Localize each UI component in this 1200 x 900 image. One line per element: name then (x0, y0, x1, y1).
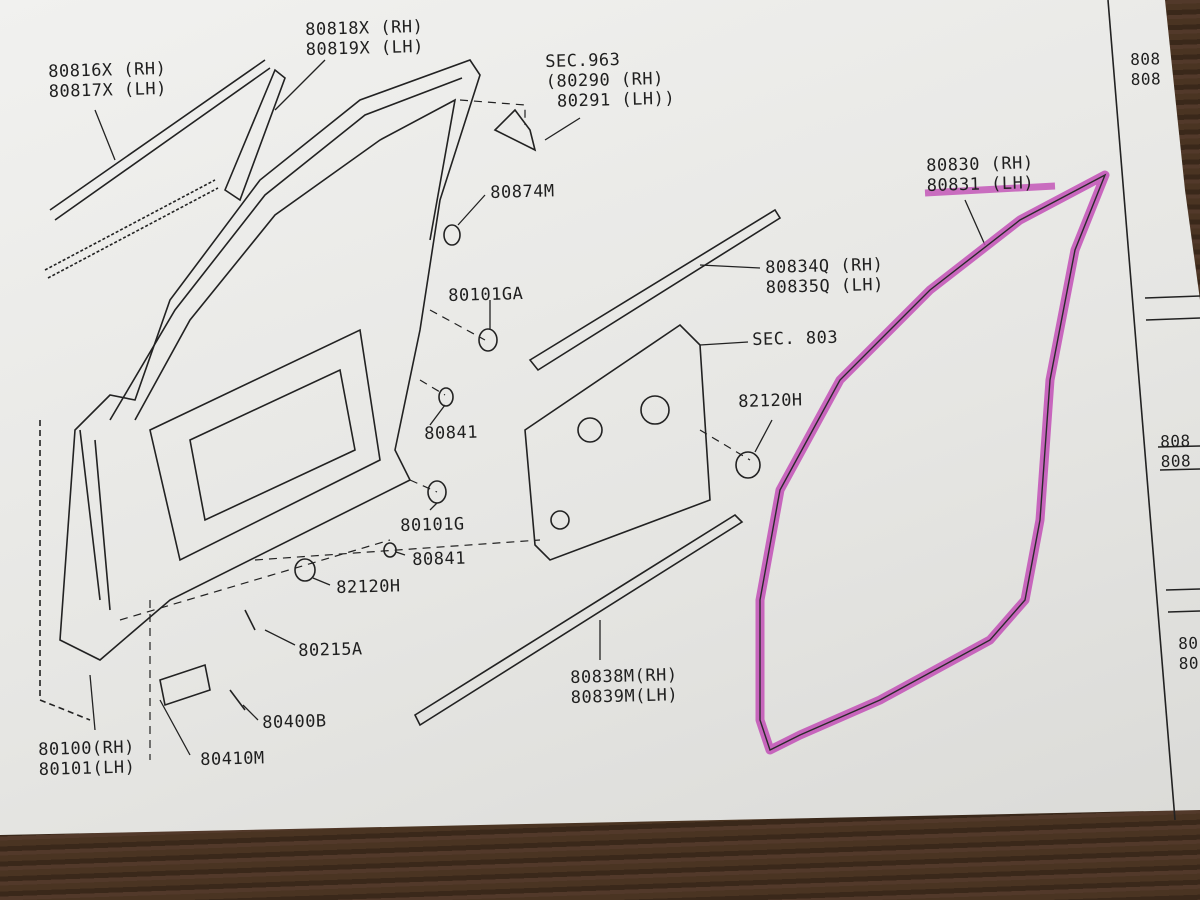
label-82120h-left: 82120H (336, 576, 401, 598)
window-moulding-part (49, 59, 271, 221)
inner-seal-part (528, 208, 782, 372)
label-weatherstrip: 80830 (RH)80831 (LH) (926, 153, 1035, 196)
label-sash-garnish: 80818X (RH)80819X (LH) (305, 16, 425, 60)
label-window-outer-moulding: 80816X (RH)80817X (LH) (48, 58, 168, 102)
regulator-panel-part (524, 323, 711, 561)
label-80215a: 80215A (298, 639, 363, 661)
label-80400b: 80400B (262, 711, 327, 733)
sash-garnish-part (224, 68, 286, 202)
door-panel-part (39, 59, 481, 721)
plug-82120h-part (735, 451, 761, 479)
label-80410m: 80410M (200, 748, 265, 770)
sec963-bracket-part (493, 108, 537, 152)
label-lower-seal: 80838M(RH)80839M(LH) (570, 665, 679, 708)
label-80874m: 80874M (490, 181, 555, 203)
column-divider (1107, 0, 1176, 821)
lower-seal-part (413, 513, 744, 727)
label-door-panel: 80100(RH)80101(LH) (38, 737, 136, 780)
label-80101ga: 80101GA (448, 284, 524, 306)
plug-80101ga-part (478, 328, 498, 352)
label-inner-seal: 80834Q (RH)80835Q (LH) (765, 254, 885, 298)
label-80841-lower: 80841 (412, 548, 467, 570)
weatherstrip-highlighted-part (755, 170, 1110, 755)
label-sec-963: SEC.963(80290 (RH) 80291 (LH)) (545, 50, 676, 112)
label-82120h-right: 82120H (738, 390, 803, 412)
highlight-underline (924, 182, 1056, 197)
label-80101g: 80101G (400, 514, 465, 536)
clip-80874m-part (443, 224, 461, 246)
label-80841-upper: 80841 (424, 422, 479, 444)
label-sec-803: SEC. 803 (752, 327, 839, 350)
